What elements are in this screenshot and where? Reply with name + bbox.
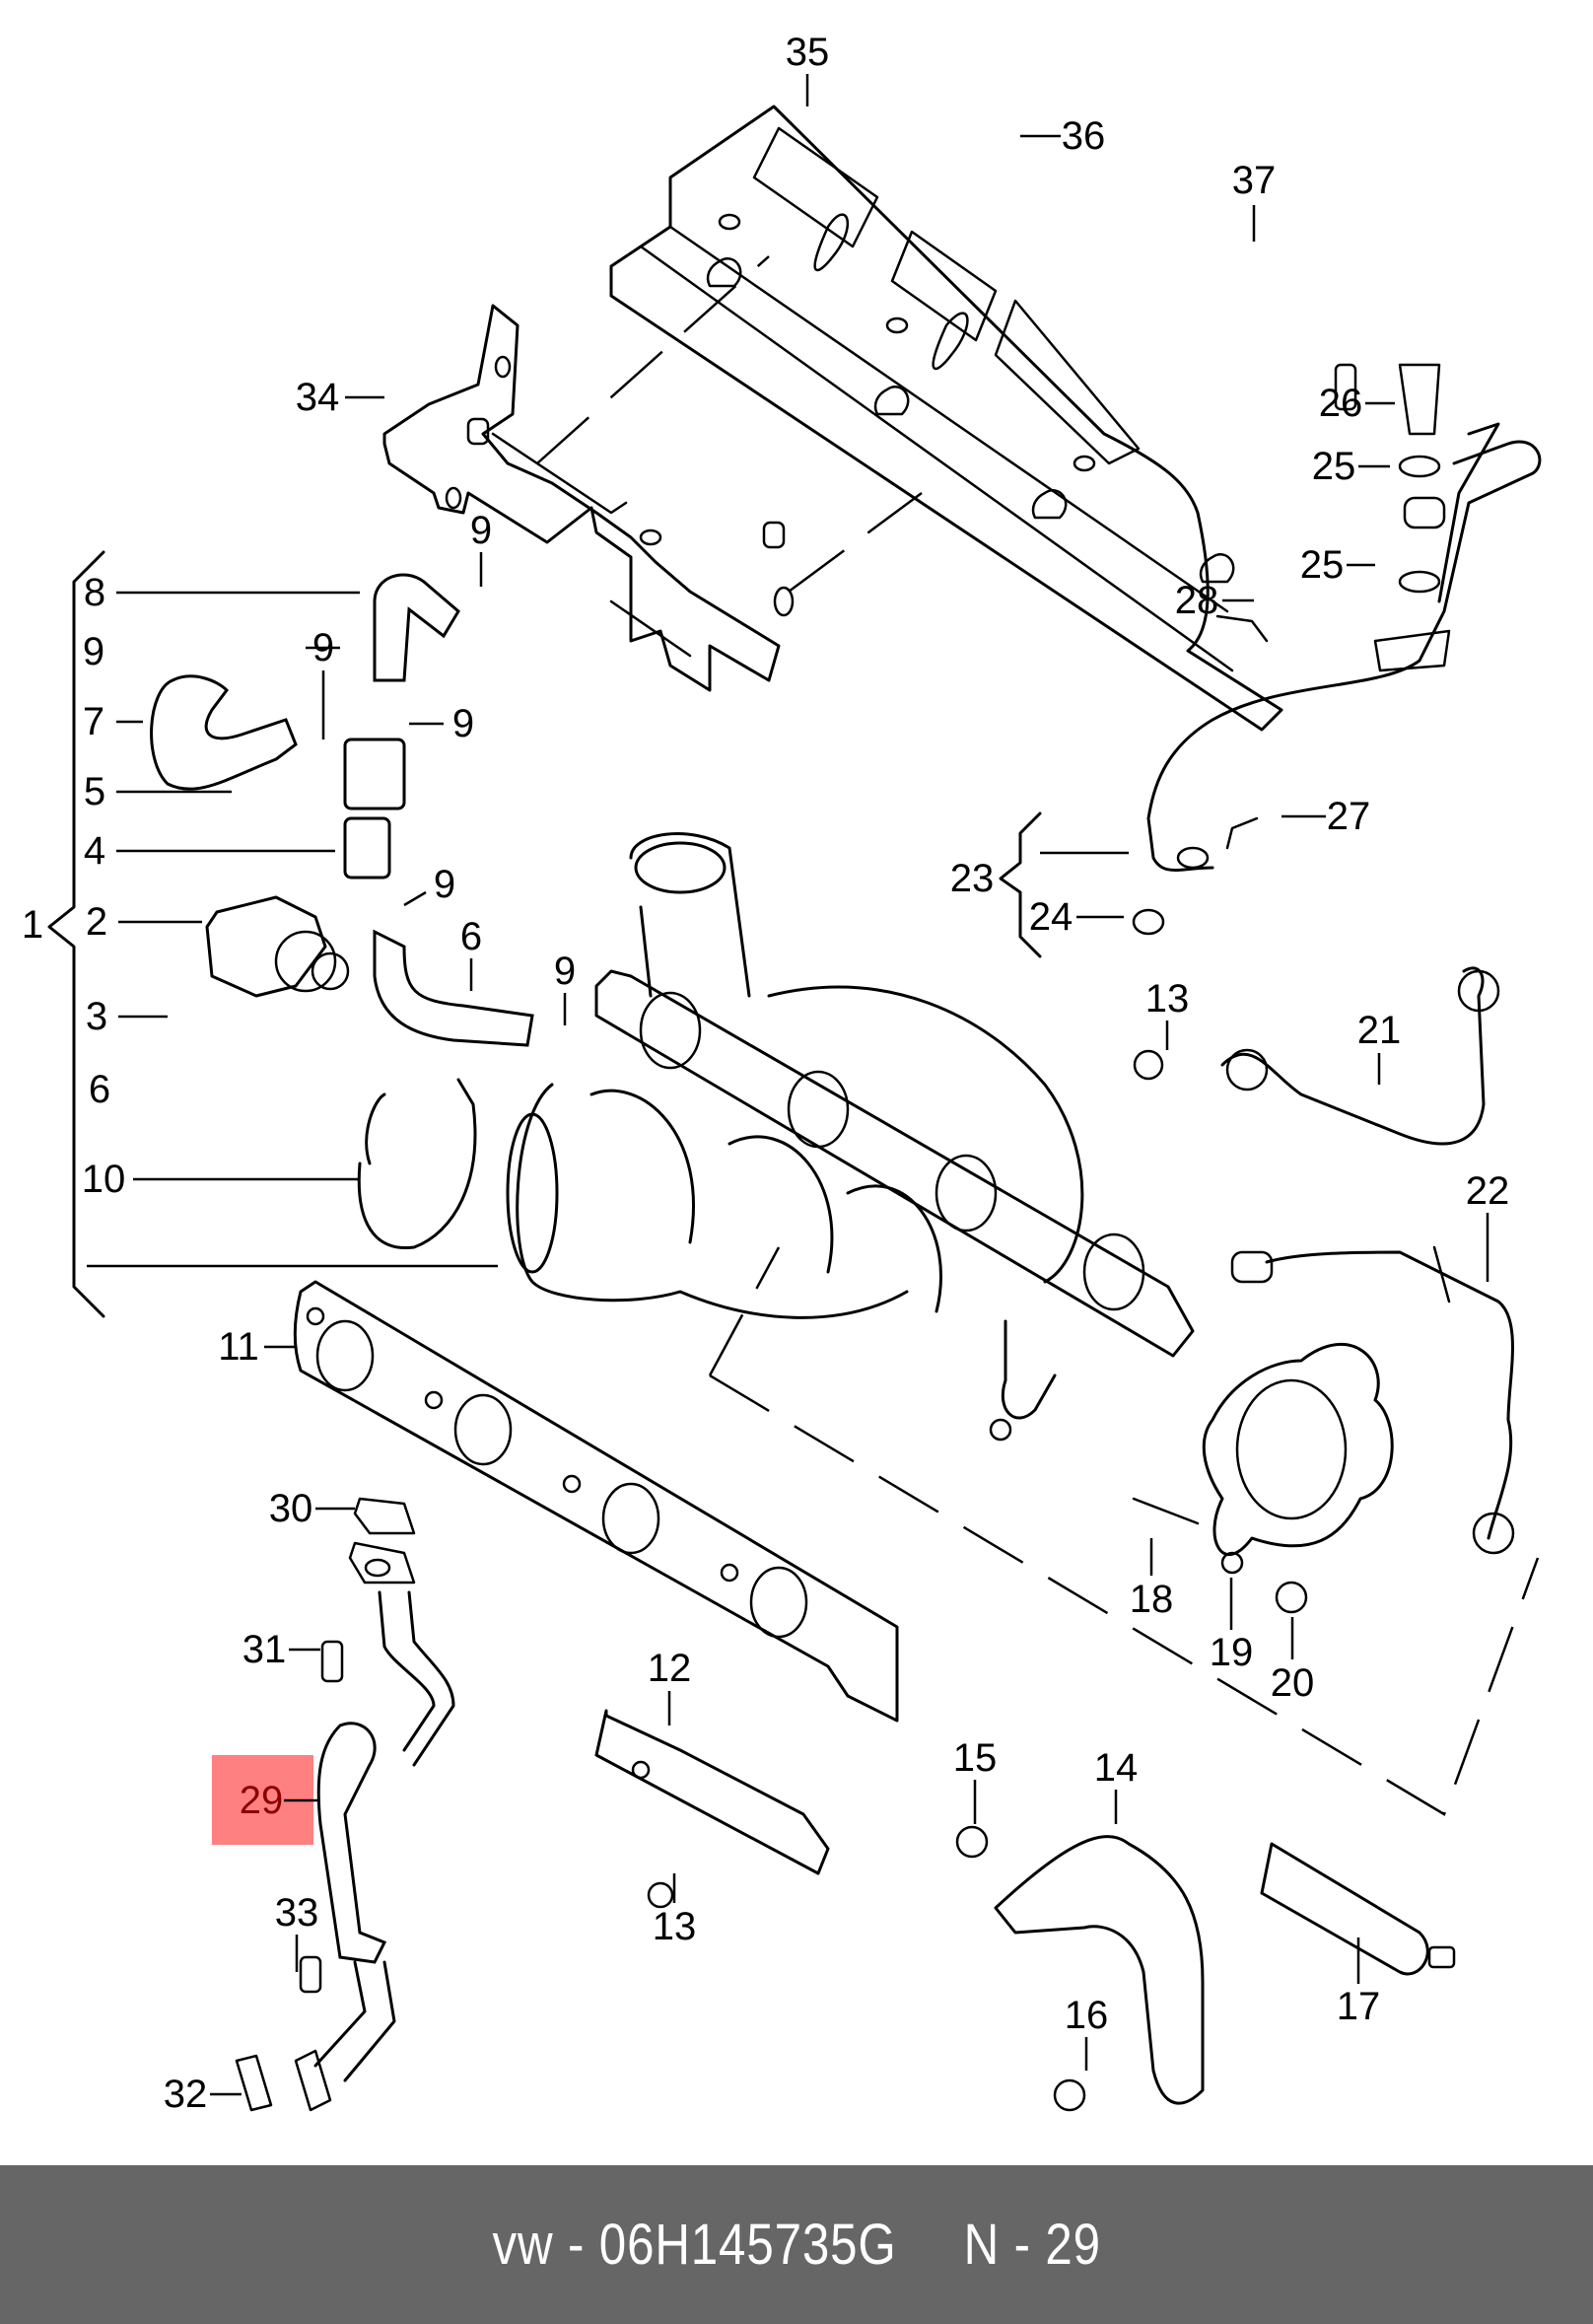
gasket-part-19	[1202, 1342, 1394, 1575]
gasket-part-11	[293, 1280, 899, 1723]
label-6[interactable]: 6	[460, 915, 482, 958]
label-18[interactable]: 18	[1130, 1578, 1174, 1621]
bracket-part-34	[382, 255, 923, 692]
group-bracket-1	[47, 550, 105, 1318]
label-13[interactable]: 13	[1145, 977, 1190, 1021]
label-28[interactable]: 28	[1175, 579, 1219, 622]
label-14[interactable]: 14	[1094, 1746, 1139, 1790]
label-6[interactable]: 6	[89, 1068, 110, 1111]
pipe-part-29	[235, 1497, 455, 2112]
label-9[interactable]: 9	[312, 626, 334, 669]
group-bracket-23	[999, 811, 1042, 958]
label-19[interactable]: 19	[1210, 1631, 1254, 1674]
label-10[interactable]: 10	[82, 1158, 126, 1201]
label-35[interactable]: 35	[786, 31, 830, 74]
label-33[interactable]: 33	[275, 1891, 319, 1935]
part-number-text: vw - 06H145735G N - 29	[492, 2212, 1100, 2278]
heat-shield-part-35	[609, 105, 1283, 732]
label-16[interactable]: 16	[1065, 1994, 1109, 2037]
leader-lines	[116, 74, 1489, 2096]
label-25[interactable]: 25	[1300, 543, 1345, 587]
label-31[interactable]: 31	[242, 1628, 287, 1671]
label-20[interactable]: 20	[1271, 1661, 1315, 1705]
label-30[interactable]: 30	[269, 1487, 313, 1530]
label-8[interactable]: 8	[84, 571, 105, 614]
part-number: vw - 06H145735G	[492, 2213, 897, 2277]
label-4[interactable]: 4	[84, 829, 105, 873]
part-info-footer: vw - 06H145735G N - 29	[0, 2165, 1593, 2324]
label-26[interactable]: 26	[1319, 382, 1363, 425]
label-12[interactable]: 12	[648, 1647, 692, 1690]
label-2[interactable]: 2	[86, 900, 107, 944]
label-23[interactable]: 23	[950, 857, 995, 900]
label-9[interactable]: 9	[554, 950, 576, 993]
label-1[interactable]: 1	[22, 903, 43, 947]
label-21[interactable]: 21	[1357, 1009, 1402, 1052]
turbocharger	[506, 832, 1195, 1442]
label-27[interactable]: 27	[1327, 795, 1371, 838]
label-22[interactable]: 22	[1466, 1169, 1510, 1213]
hoses-and-valves	[150, 573, 534, 1964]
label-24[interactable]: 24	[1029, 895, 1074, 939]
label-32[interactable]: 32	[164, 2073, 208, 2116]
brackets-lower	[594, 1049, 1540, 2112]
label-9[interactable]: 9	[434, 863, 455, 906]
label-29-highlighted[interactable]: 29	[240, 1779, 284, 1822]
label-9[interactable]: 9	[83, 630, 104, 673]
label-36[interactable]: 36	[1062, 114, 1106, 158]
part-labels: 35 36 37 34 26 25 25 28 9 8 9 9 7 9 5 4 …	[22, 31, 1509, 2116]
label-9[interactable]: 9	[452, 702, 474, 745]
label-34[interactable]: 34	[296, 376, 340, 419]
parts-diagram: 35 36 37 34 26 25 25 28 9 8 9 9 7 9 5 4 …	[22, 31, 1542, 2116]
label-7[interactable]: 7	[83, 700, 104, 743]
oil-pipes	[1132, 363, 1542, 1555]
label-3[interactable]: 3	[86, 995, 107, 1038]
label-17[interactable]: 17	[1337, 1985, 1381, 2028]
label-25[interactable]: 25	[1312, 445, 1356, 488]
label-15[interactable]: 15	[953, 1736, 998, 1780]
label-37[interactable]: 37	[1232, 159, 1277, 202]
label-5[interactable]: 5	[84, 770, 105, 813]
position-number: N - 29	[963, 2213, 1101, 2277]
label-11[interactable]: 11	[218, 1325, 259, 1369]
label-13[interactable]: 13	[653, 1905, 697, 1948]
label-9[interactable]: 9	[470, 509, 492, 552]
